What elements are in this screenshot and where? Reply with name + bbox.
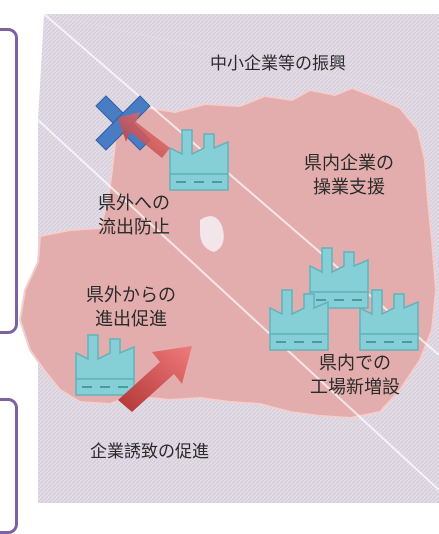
left-panel-frame-top bbox=[0, 28, 18, 334]
label-line: 県外への bbox=[98, 193, 170, 214]
lake-shape bbox=[200, 216, 224, 252]
label-line: 流出防止 bbox=[98, 217, 170, 238]
diagram-canvas bbox=[18, 13, 439, 503]
label-line: 進出促進 bbox=[95, 309, 167, 330]
panel-top-triangle bbox=[44, 14, 439, 95]
arrow-icon bbox=[118, 346, 192, 412]
label-line: 県内での bbox=[319, 353, 391, 374]
label-external-expansion: 県外からの 進出促進 bbox=[86, 284, 176, 332]
title-sme-promotion: 中小企業等の振興 bbox=[210, 54, 346, 74]
prefecture-map bbox=[18, 86, 438, 420]
arrow-icon bbox=[118, 112, 170, 158]
label-new-plant: 県内での 工場新増設 bbox=[310, 352, 400, 400]
label-line: 操業支援 bbox=[313, 177, 385, 198]
label-line: 県外からの bbox=[86, 285, 176, 306]
label-local-support: 県内企業の 操業支援 bbox=[304, 152, 394, 200]
title-business-attraction: 企業誘致の促進 bbox=[90, 442, 209, 462]
label-line: 工場新増設 bbox=[310, 377, 400, 398]
label-line: 県内企業の bbox=[304, 153, 394, 174]
label-outflow-prevention: 県外への 流出防止 bbox=[98, 192, 170, 240]
